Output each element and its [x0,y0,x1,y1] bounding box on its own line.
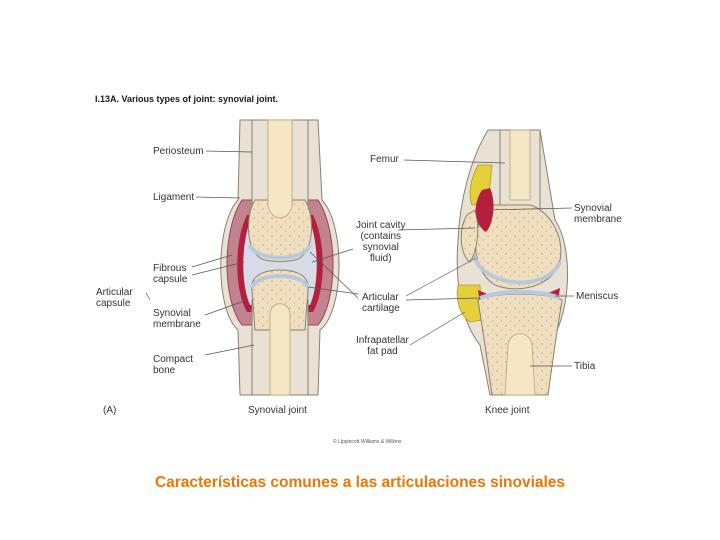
label-meniscus: Meniscus [576,291,619,302]
upper-marrow-cavity [267,119,293,219]
label-synovial-membrane-left: Synovial membrane [153,308,201,330]
synovial-joint-diagram [220,119,340,396]
tibia-articular-cartilage [479,290,561,300]
label-synovial-membrane-right: Synovial membrane [574,203,622,225]
knee-joint-diagram [456,129,569,396]
slide-caption: Características comunes a las articulaci… [154,474,566,491]
lower-bone-epiphysis [251,269,309,331]
copyright-notice: © Lippincott Williams & Wilkins [333,439,402,445]
label-periosteum: Periosteum [153,146,204,157]
lower-articular-cartilage [250,274,310,289]
tibia-marrow [504,333,536,396]
label-infrapatellar-fat-pad: Infrapatellar fat pad [356,335,409,357]
label-articular-cartilage: Articular cartilage [362,292,400,314]
lower-marrow-cavity [269,303,291,396]
label-tibia: Tibia [574,361,596,372]
label-ligament: Ligament [153,192,195,203]
femur-articular-cartilage [472,254,562,285]
label-femur: Femur [370,154,399,165]
label-compact-bone: Compact bone [153,354,194,376]
label-joint-cavity: Joint cavity (contains synovial fluid) [356,220,406,264]
panel-label: (A) [103,405,117,416]
upper-bone-epiphysis [247,199,313,262]
upper-articular-cartilage [248,243,312,260]
sublabel-knee-joint: Knee joint [485,405,530,416]
sublabel-synovial-joint: Synovial joint [248,405,307,416]
knee-synovial-membrane [475,188,494,232]
femur-marrow [509,129,531,201]
label-fibrous-capsule: Fibrous capsule [153,263,188,285]
figure-title: I.13A. Various types of joint: synovial … [95,94,279,104]
leader-lines [145,150,574,367]
label-articular-capsule: Articular capsule [96,287,133,309]
